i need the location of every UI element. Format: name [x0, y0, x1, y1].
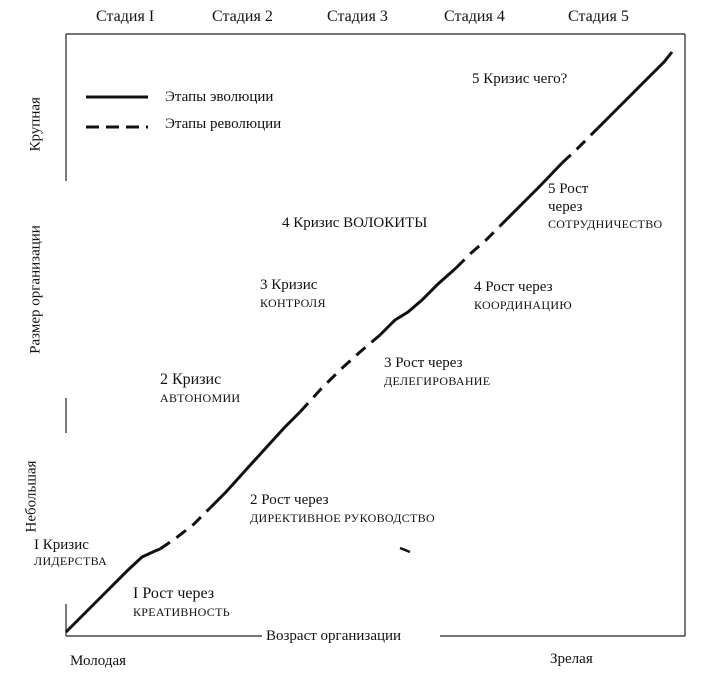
crisis-2-title: 2 Кризис: [160, 371, 222, 388]
crisis-2: 2 Кризис АВТОНОМИИ: [160, 371, 240, 406]
revolution-segment-2: [298, 333, 381, 414]
growth-3: 3 Рост через ДЕЛЕГИРОВАНИЕ: [384, 354, 490, 389]
growth-1-title: I Рост через: [133, 585, 215, 602]
growth-4-title: 4 Рост через: [474, 279, 553, 295]
growth-1: I Рост через КРЕАТИВНОСТЬ: [133, 585, 230, 620]
evolution-segment-5: [596, 51, 674, 130]
y-axis-title: Размер организации: [27, 225, 44, 354]
evolution-segment-2: [208, 410, 302, 510]
x-axis-right-label: Зрелая: [550, 651, 593, 667]
evolution-segment-4: [498, 161, 564, 228]
legend-evolution-label: Этапы эволюции: [165, 89, 274, 105]
growth-5: 5 Рост через СОТРУДНИЧЕСТВО: [548, 180, 663, 232]
revolution-segment-4: [560, 126, 600, 165]
growth-3-title: 3 Рост через: [384, 355, 463, 371]
crisis-1-title: I Кризис: [34, 537, 89, 553]
stage-1-label: Стадия I: [96, 8, 155, 25]
growth-4-name: КООРДИНАЦИЮ: [474, 298, 572, 312]
revolution-segment-3: [454, 224, 502, 270]
evolution-segment-1: [64, 547, 161, 634]
growth-5-title: 5 Рост: [548, 181, 589, 197]
stage-5-label: Стадия 5: [568, 8, 629, 25]
growth-4: 4 Рост через КООРДИНАЦИЮ: [474, 278, 572, 313]
stage-2-label: Стадия 2: [212, 8, 273, 25]
legend-revolution-label: Этапы революции: [165, 116, 282, 132]
y-axis-top-label: Крупная: [27, 97, 44, 152]
stage-4-label: Стадия 4: [444, 8, 505, 25]
revolution-segment-1: [159, 506, 212, 551]
crisis-1-name: ЛИДЕРСТВА: [34, 554, 108, 568]
crisis-3-name: КОНТРОЛЯ: [260, 296, 326, 310]
y-axis-bottom-label: Небольшая: [23, 460, 40, 533]
crisis-5: 5 Кризис чего?: [472, 71, 568, 87]
evolution-segment-3: [378, 266, 457, 337]
growth-2: 2 Рост через ДИРЕКТИВНОЕ РУКОВОДСТВО: [250, 491, 435, 526]
x-axis-title: Возраст организации: [266, 628, 402, 644]
x-axis-left-label: Молодая: [70, 653, 127, 669]
growth-2-name: ДИРЕКТИВНОЕ РУКОВОДСТВО: [250, 511, 435, 525]
crisis-3-title: 3 Кризис: [260, 277, 318, 293]
stray-mark: [399, 546, 411, 554]
stage-3-label: Стадия 3: [327, 8, 388, 25]
crisis-4: 4 Кризис ВОЛОКИТЫ: [282, 215, 428, 231]
growth-5-name: СОТРУДНИЧЕСТВО: [548, 217, 663, 231]
crisis-3: 3 Кризис КОНТРОЛЯ: [260, 276, 326, 311]
crisis-1: I Кризис ЛИДЕРСТВА: [34, 536, 107, 569]
growth-3-name: ДЕЛЕГИРОВАНИЕ: [384, 374, 491, 388]
growth-1-name: КРЕАТИВНОСТЬ: [133, 605, 230, 619]
growth-2-title: 2 Рост через: [250, 492, 329, 508]
crisis-2-name: АВТОНОМИИ: [160, 391, 241, 405]
growth-5-via: через: [548, 199, 583, 215]
